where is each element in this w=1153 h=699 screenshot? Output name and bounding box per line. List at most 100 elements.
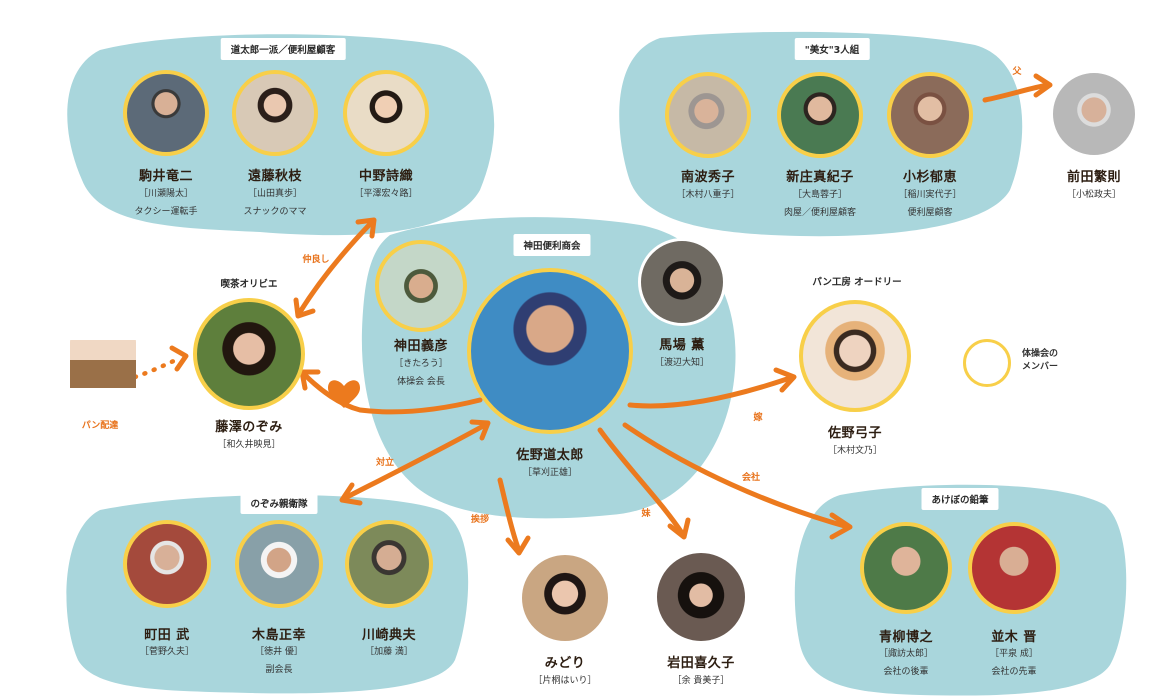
arrowhead-yome — [773, 367, 797, 393]
group-label-bijo: "美女"3人組 — [794, 38, 870, 60]
relation-label-tairitsu: 対立 — [375, 458, 395, 468]
group-label-michitaro: 道太郎一派／便利屋顧客 — [220, 38, 346, 60]
actor-aoyagi: ［諏訪太郎］ — [878, 649, 934, 659]
actor-maeda: ［小松政夫］ — [1066, 190, 1122, 200]
relation-label-yome: 嫁 — [753, 413, 763, 423]
arrow-kaisha — [622, 422, 851, 530]
actor-komai: ［川瀬陽太］ — [138, 189, 194, 199]
name-nakano: 中野詩織 — [358, 169, 414, 184]
arrow-aisatsu — [497, 477, 521, 551]
portrait-komai — [123, 70, 209, 156]
portrait-aoyagi — [860, 522, 952, 614]
arrowhead-tairitsu-start — [469, 419, 491, 441]
arrow-chichi — [982, 82, 1051, 103]
arrow-imouto — [597, 427, 685, 536]
actor-yumiko: ［木村文乃］ — [827, 446, 883, 456]
actor-kawasaki: ［加藤 満］ — [365, 647, 413, 657]
actor-nanba: ［木村八重子］ — [676, 190, 740, 200]
group-label-olivier: 喫茶オリビエ — [210, 272, 288, 294]
actor-kanda: ［きたろう］ — [394, 359, 448, 369]
arrow-yome — [627, 375, 793, 409]
role-kosugi: 便利屋顧客 — [907, 208, 953, 218]
arrow-nakayoshi — [297, 219, 375, 315]
actor-iwata: ［余 貴美子］ — [672, 676, 730, 686]
name-kijima: 木島正幸 — [251, 628, 307, 643]
name-baba: 馬場 薫 — [659, 338, 705, 353]
actor-namiki: ［平泉 成］ — [990, 649, 1038, 659]
portrait-iwata — [654, 550, 748, 644]
relation-label-imouto: 妹 — [641, 509, 651, 519]
arrowhead-chichi — [1033, 73, 1053, 98]
name-kawasaki: 川崎典夫 — [361, 628, 417, 643]
name-shinjo: 新庄真紀子 — [786, 170, 854, 185]
actor-baba: ［渡辺大知］ — [654, 358, 710, 368]
arrowhead-imouto — [667, 517, 691, 540]
actor-kijima: ［徳井 優］ — [255, 647, 303, 657]
portrait-machida — [123, 520, 211, 608]
portrait-kawasaki — [345, 520, 433, 608]
name-kanda: 神田義彦 — [393, 339, 449, 354]
portrait-sano — [467, 268, 633, 434]
actor-endo: ［山田真歩］ — [247, 189, 303, 199]
name-machida: 町田 武 — [144, 628, 190, 643]
portrait-baba — [638, 238, 726, 326]
name-aoyagi: 青柳博之 — [878, 630, 934, 645]
relation-label-nakayoshi: 仲良し — [302, 255, 330, 265]
portrait-pan-girl — [70, 332, 136, 412]
arrow-pan-delivery — [132, 355, 183, 380]
portrait-midori — [519, 552, 611, 644]
relation-label-aisatsu: 挨拶 — [470, 515, 490, 525]
portrait-kosugi — [887, 72, 973, 158]
portrait-endo — [232, 70, 318, 156]
arrow-heart — [302, 372, 483, 415]
portrait-fujisawa — [193, 298, 305, 410]
actor-kosugi: ［稲川実代子］ — [898, 190, 962, 200]
actor-fujisawa: ［和久井映見］ — [217, 440, 281, 450]
arrow-tairitsu — [342, 422, 488, 501]
arrowhead-nakayoshi-top — [355, 217, 377, 239]
portrait-maeda — [1050, 70, 1138, 158]
name-yumiko: 佐野弓子 — [827, 426, 883, 441]
name-nanba: 南波秀子 — [680, 170, 736, 185]
actor-shinjo: ［大島蓉子］ — [792, 190, 848, 200]
legend-line-2: メンバー — [1022, 362, 1059, 372]
group-label-nozomi: のぞみ親衛隊 — [240, 492, 318, 514]
role-aoyagi: 会社の後輩 — [883, 667, 929, 677]
relation-label-pan: パン配達 — [81, 421, 119, 431]
role-namiki: 会社の先輩 — [991, 667, 1037, 677]
relation-label-kaisha: 会社 — [741, 473, 761, 483]
role-kanda: 体操会 会長 — [397, 377, 445, 387]
role-kijima: 副会長 — [265, 665, 293, 675]
name-endo: 遠藤秋枝 — [247, 169, 303, 184]
role-shinjo: 肉屋／便利屋顧客 — [783, 208, 857, 218]
actor-sano: ［草刈正雄］ — [522, 468, 578, 478]
name-fujisawa: 藤澤のぞみ — [215, 420, 283, 435]
actor-machida: ［菅野久夫］ — [139, 647, 195, 657]
role-endo: スナックのママ — [243, 207, 307, 217]
portrait-shinjo — [777, 72, 863, 158]
arrowhead-tairitsu-end — [339, 482, 363, 506]
arrowhead-nakayoshi-bottom — [293, 297, 316, 319]
relation-label-chichi: 父 — [1012, 67, 1022, 77]
group-label-kanda: 神田便利商会 — [513, 234, 591, 256]
legend-line-1: 体操会の — [1022, 349, 1059, 359]
name-komai: 駒井竜二 — [138, 169, 194, 184]
legend-text: 体操会の メンバー — [1022, 348, 1058, 374]
legend-member-ring — [963, 339, 1011, 387]
portrait-nanba — [665, 72, 751, 158]
group-label-audrey: パン工房 オードリー — [802, 270, 912, 292]
name-namiki: 並木 晋 — [991, 630, 1037, 645]
portrait-yumiko — [799, 300, 911, 412]
actor-nakano: ［平澤宏々路］ — [354, 189, 418, 199]
role-komai: タクシー運転手 — [134, 207, 198, 217]
arrowhead-kaisha — [829, 512, 853, 540]
name-iwata: 岩田喜久子 — [667, 656, 735, 671]
arrowhead-aisatsu — [505, 535, 531, 556]
heart-icon — [328, 380, 360, 408]
actor-midori: ［片桐はいり］ — [533, 676, 597, 686]
arrowhead-pan-delivery — [169, 345, 189, 372]
group-label-akebono: あけぼの鉛筆 — [921, 488, 999, 510]
portrait-nakano — [343, 70, 429, 156]
name-kosugi: 小杉郁恵 — [902, 170, 958, 185]
